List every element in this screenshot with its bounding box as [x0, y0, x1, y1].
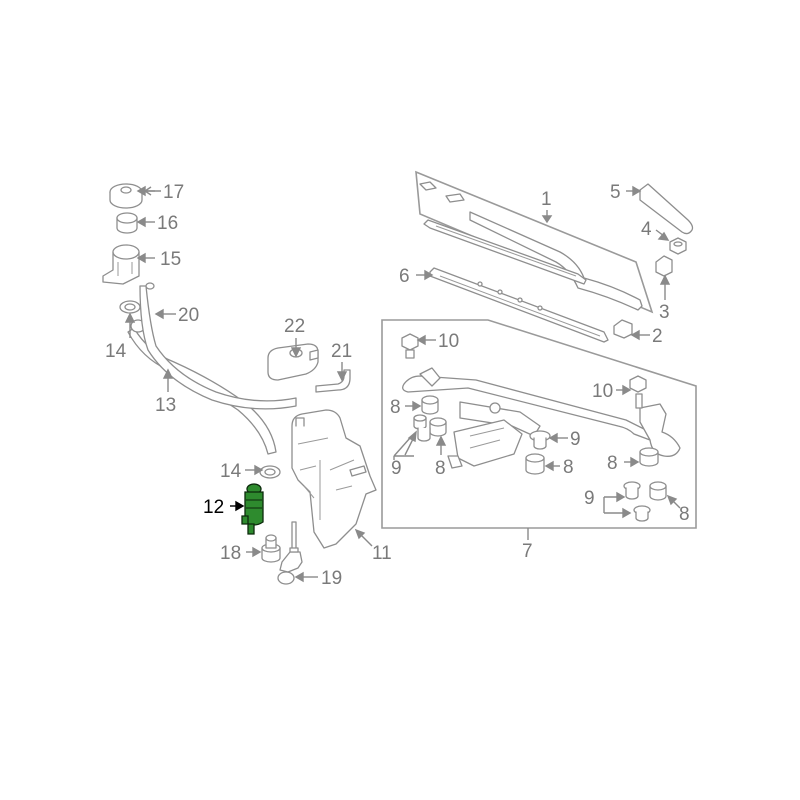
callout-14-upper: 14	[105, 341, 127, 362]
wiper-linkage-7[interactable]	[381, 319, 697, 529]
callout-8-c: 8	[563, 457, 574, 478]
callout-8-e: 8	[679, 504, 690, 525]
seal-ring-14-upper[interactable]	[119, 300, 141, 314]
washer-cap-17[interactable]	[109, 183, 143, 209]
callout-9-a: 9	[391, 458, 402, 479]
wiper-arm-5[interactable]	[639, 183, 694, 235]
callout-9-b: 9	[570, 429, 581, 450]
seal-ring-14-lower[interactable]	[259, 465, 281, 479]
callout-8-d: 8	[607, 453, 618, 474]
nut-4[interactable]	[669, 237, 687, 255]
callout-11: 11	[372, 543, 392, 564]
vent-hose-20[interactable]	[139, 282, 297, 410]
cap-3[interactable]	[655, 255, 673, 277]
callout-19: 19	[321, 568, 342, 589]
callout-labels: 17 16 15 14 20 13 22 21 14 12 18 19 11 1…	[105, 182, 690, 589]
grommet-8-a[interactable]	[421, 395, 439, 415]
callout-8-b: 8	[435, 458, 446, 479]
level-sensor-19[interactable]	[277, 521, 303, 585]
grommet-8-e[interactable]	[649, 481, 667, 501]
callout-12: 12	[203, 497, 224, 518]
bushing-10a[interactable]	[401, 333, 419, 359]
washer-reservoir-11[interactable]	[291, 409, 377, 549]
wiper-blade-set-1[interactable]	[415, 170, 654, 314]
callout-7: 7	[522, 541, 533, 562]
grommet-8-c[interactable]	[525, 453, 545, 475]
washer-pump-12[interactable]	[241, 483, 264, 535]
sleeve-9-b[interactable]	[529, 430, 551, 450]
callout-22: 22	[284, 316, 305, 337]
linkage-frame	[402, 367, 681, 457]
bushing-10b[interactable]	[629, 375, 647, 409]
callout-10-right: 10	[592, 381, 613, 402]
callout-4: 4	[641, 219, 652, 240]
callout-3: 3	[659, 302, 670, 323]
callout-10-left: 10	[438, 331, 459, 352]
callout-1: 1	[541, 189, 552, 210]
callout-9-c: 9	[584, 488, 595, 509]
callout-14-lower: 14	[220, 461, 242, 482]
leader-lines	[124, 185, 681, 583]
grommet-8-b[interactable]	[429, 417, 447, 437]
callout-5: 5	[610, 182, 621, 203]
callout-15: 15	[160, 249, 181, 270]
wiper-motor	[447, 419, 523, 469]
callout-13: 13	[155, 395, 176, 416]
callout-20: 20	[178, 305, 199, 326]
callout-6: 6	[399, 266, 410, 287]
callout-17: 17	[163, 182, 184, 203]
callout-2: 2	[652, 326, 663, 347]
sleeve-9-a[interactable]	[413, 414, 431, 442]
hose-21[interactable]	[315, 369, 351, 393]
callout-18: 18	[220, 543, 241, 564]
filler-neck-seal-16[interactable]	[116, 212, 138, 234]
callout-21: 21	[331, 341, 352, 362]
grommet-8-d[interactable]	[639, 447, 659, 467]
callout-16: 16	[157, 213, 178, 234]
cap-2[interactable]	[613, 319, 633, 339]
callout-8-a: 8	[390, 397, 401, 418]
sleeve-9-c[interactable]	[623, 481, 651, 522]
filler-neck-15[interactable]	[102, 244, 140, 285]
pump-grommet-18[interactable]	[261, 534, 281, 563]
